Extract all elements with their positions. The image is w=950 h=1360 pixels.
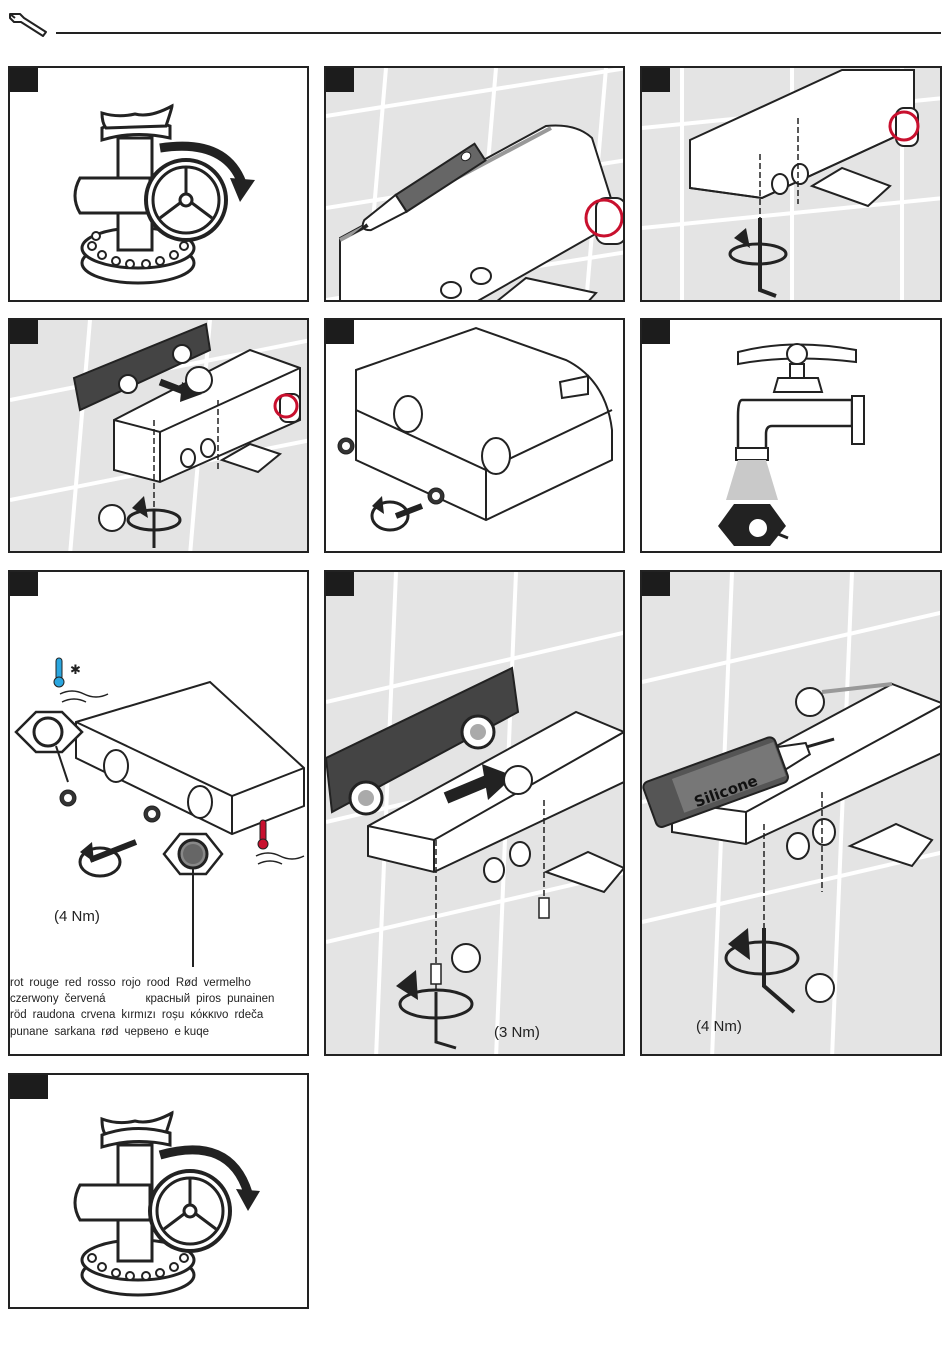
step-5-panel [324,318,625,553]
step-9-tag [642,572,670,596]
step-2-panel [324,66,625,302]
step-4-tag [10,320,38,344]
mount-icon [326,572,625,1056]
step-3-tag [642,68,670,92]
step-8-panel: (3 Nm) [324,570,625,1056]
svg-text:✱: ✱ [70,662,81,677]
step-2-tag [326,68,354,92]
step-9-torque: (4 Nm) [696,1018,742,1035]
step-6-tag [642,320,670,344]
screwdriver-icon [326,68,625,302]
wrench-icon [6,8,48,38]
step-1-panel [8,66,309,302]
allen-key-icon [642,68,942,302]
step-10-panel [8,1073,309,1309]
step-6-panel [640,318,942,553]
silicone-icon: Silicone [642,572,942,1056]
valve-open-icon [10,1075,309,1309]
valve-close-icon [10,68,309,302]
step-7-torque: (4 Nm) [54,908,100,925]
step-10-tag [10,1075,48,1099]
step-4-panel [8,318,309,553]
step-7-tag [10,572,38,596]
step-5-tag [326,320,354,344]
mount-plate-icon [10,320,309,553]
tap-flush-icon [642,320,942,553]
header-rule [56,32,941,34]
step-8-tag [326,572,354,596]
connector-icon [326,320,625,553]
step-9-panel: Silicone (4 Nm) [640,570,942,1056]
step-1-tag [10,68,38,92]
step-3-panel [640,66,942,302]
step-8-torque: (3 Nm) [494,1024,540,1041]
